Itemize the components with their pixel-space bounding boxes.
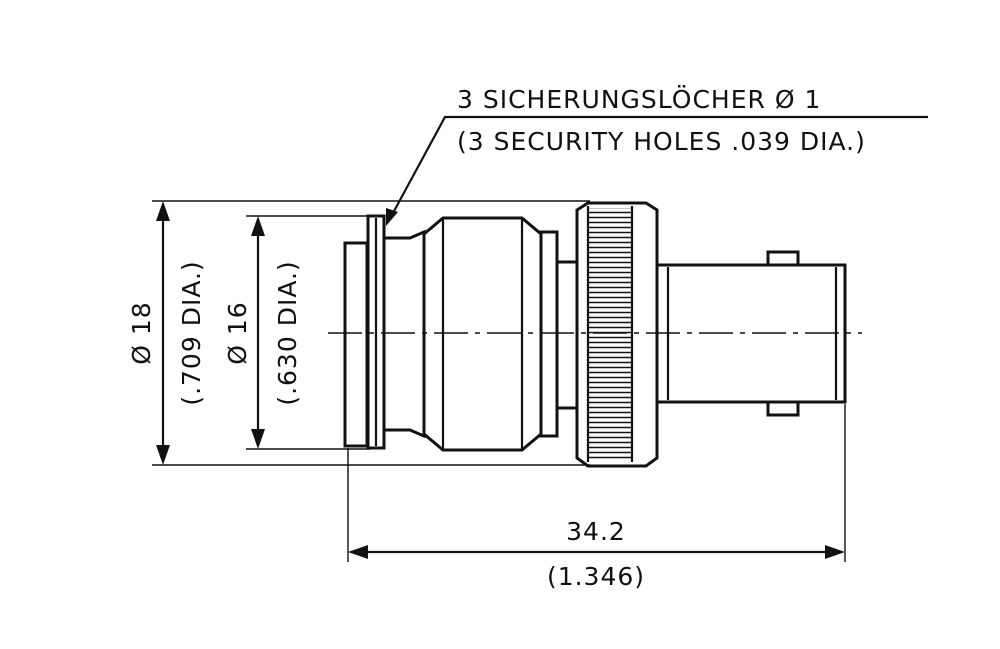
note-leader-line [392,115,928,214]
length-dimension: 34.2 (1.346) [347,404,846,591]
length-arrow-left [348,545,368,559]
length-dim-imperial: (1.346) [547,562,645,591]
connector-body [343,201,847,468]
outer-dim-metric: Ø 18 [127,301,156,364]
length-dim-metric: 34.2 [566,517,626,546]
note-line-imperial: (3 SECURITY HOLES .039 DIA.) [457,127,866,156]
bayonet-stud-bottom [766,400,800,417]
outer-diameter-dimension: Ø 18 (.709 DIA.) [127,200,590,466]
rear-plug [343,241,369,448]
inner-dim-imperial: (.630 DIA.) [273,260,302,405]
rear-neck [382,229,426,439]
sleeve-ribs [588,208,632,461]
inner-dim-metric: Ø 16 [223,301,252,364]
note-line-metric: 3 SICHERUNGSLÖCHER Ø 1 [457,85,821,114]
length-arrow-right [825,545,845,559]
inner-arrow-top [251,216,265,236]
knurled-nut [422,216,543,452]
shaft [555,260,579,410]
coupling-sleeve [575,201,659,468]
bayonet-stud-top [766,250,800,267]
spacer-ring [539,230,559,438]
security-hole-note: 3 SICHERUNGSLÖCHER Ø 1 (3 SECURITY HOLES… [386,85,928,226]
front-barrel [655,263,847,404]
inner-diameter-dimension: Ø 16 (.630 DIA.) [223,215,370,450]
note-leader-arrow [386,208,398,226]
outer-dim-imperial: (.709 DIA.) [177,260,206,405]
outer-arrow-top [156,201,170,221]
knurl-pattern [441,216,524,452]
outer-arrow-bottom [156,445,170,465]
inner-arrow-bottom [251,429,265,449]
